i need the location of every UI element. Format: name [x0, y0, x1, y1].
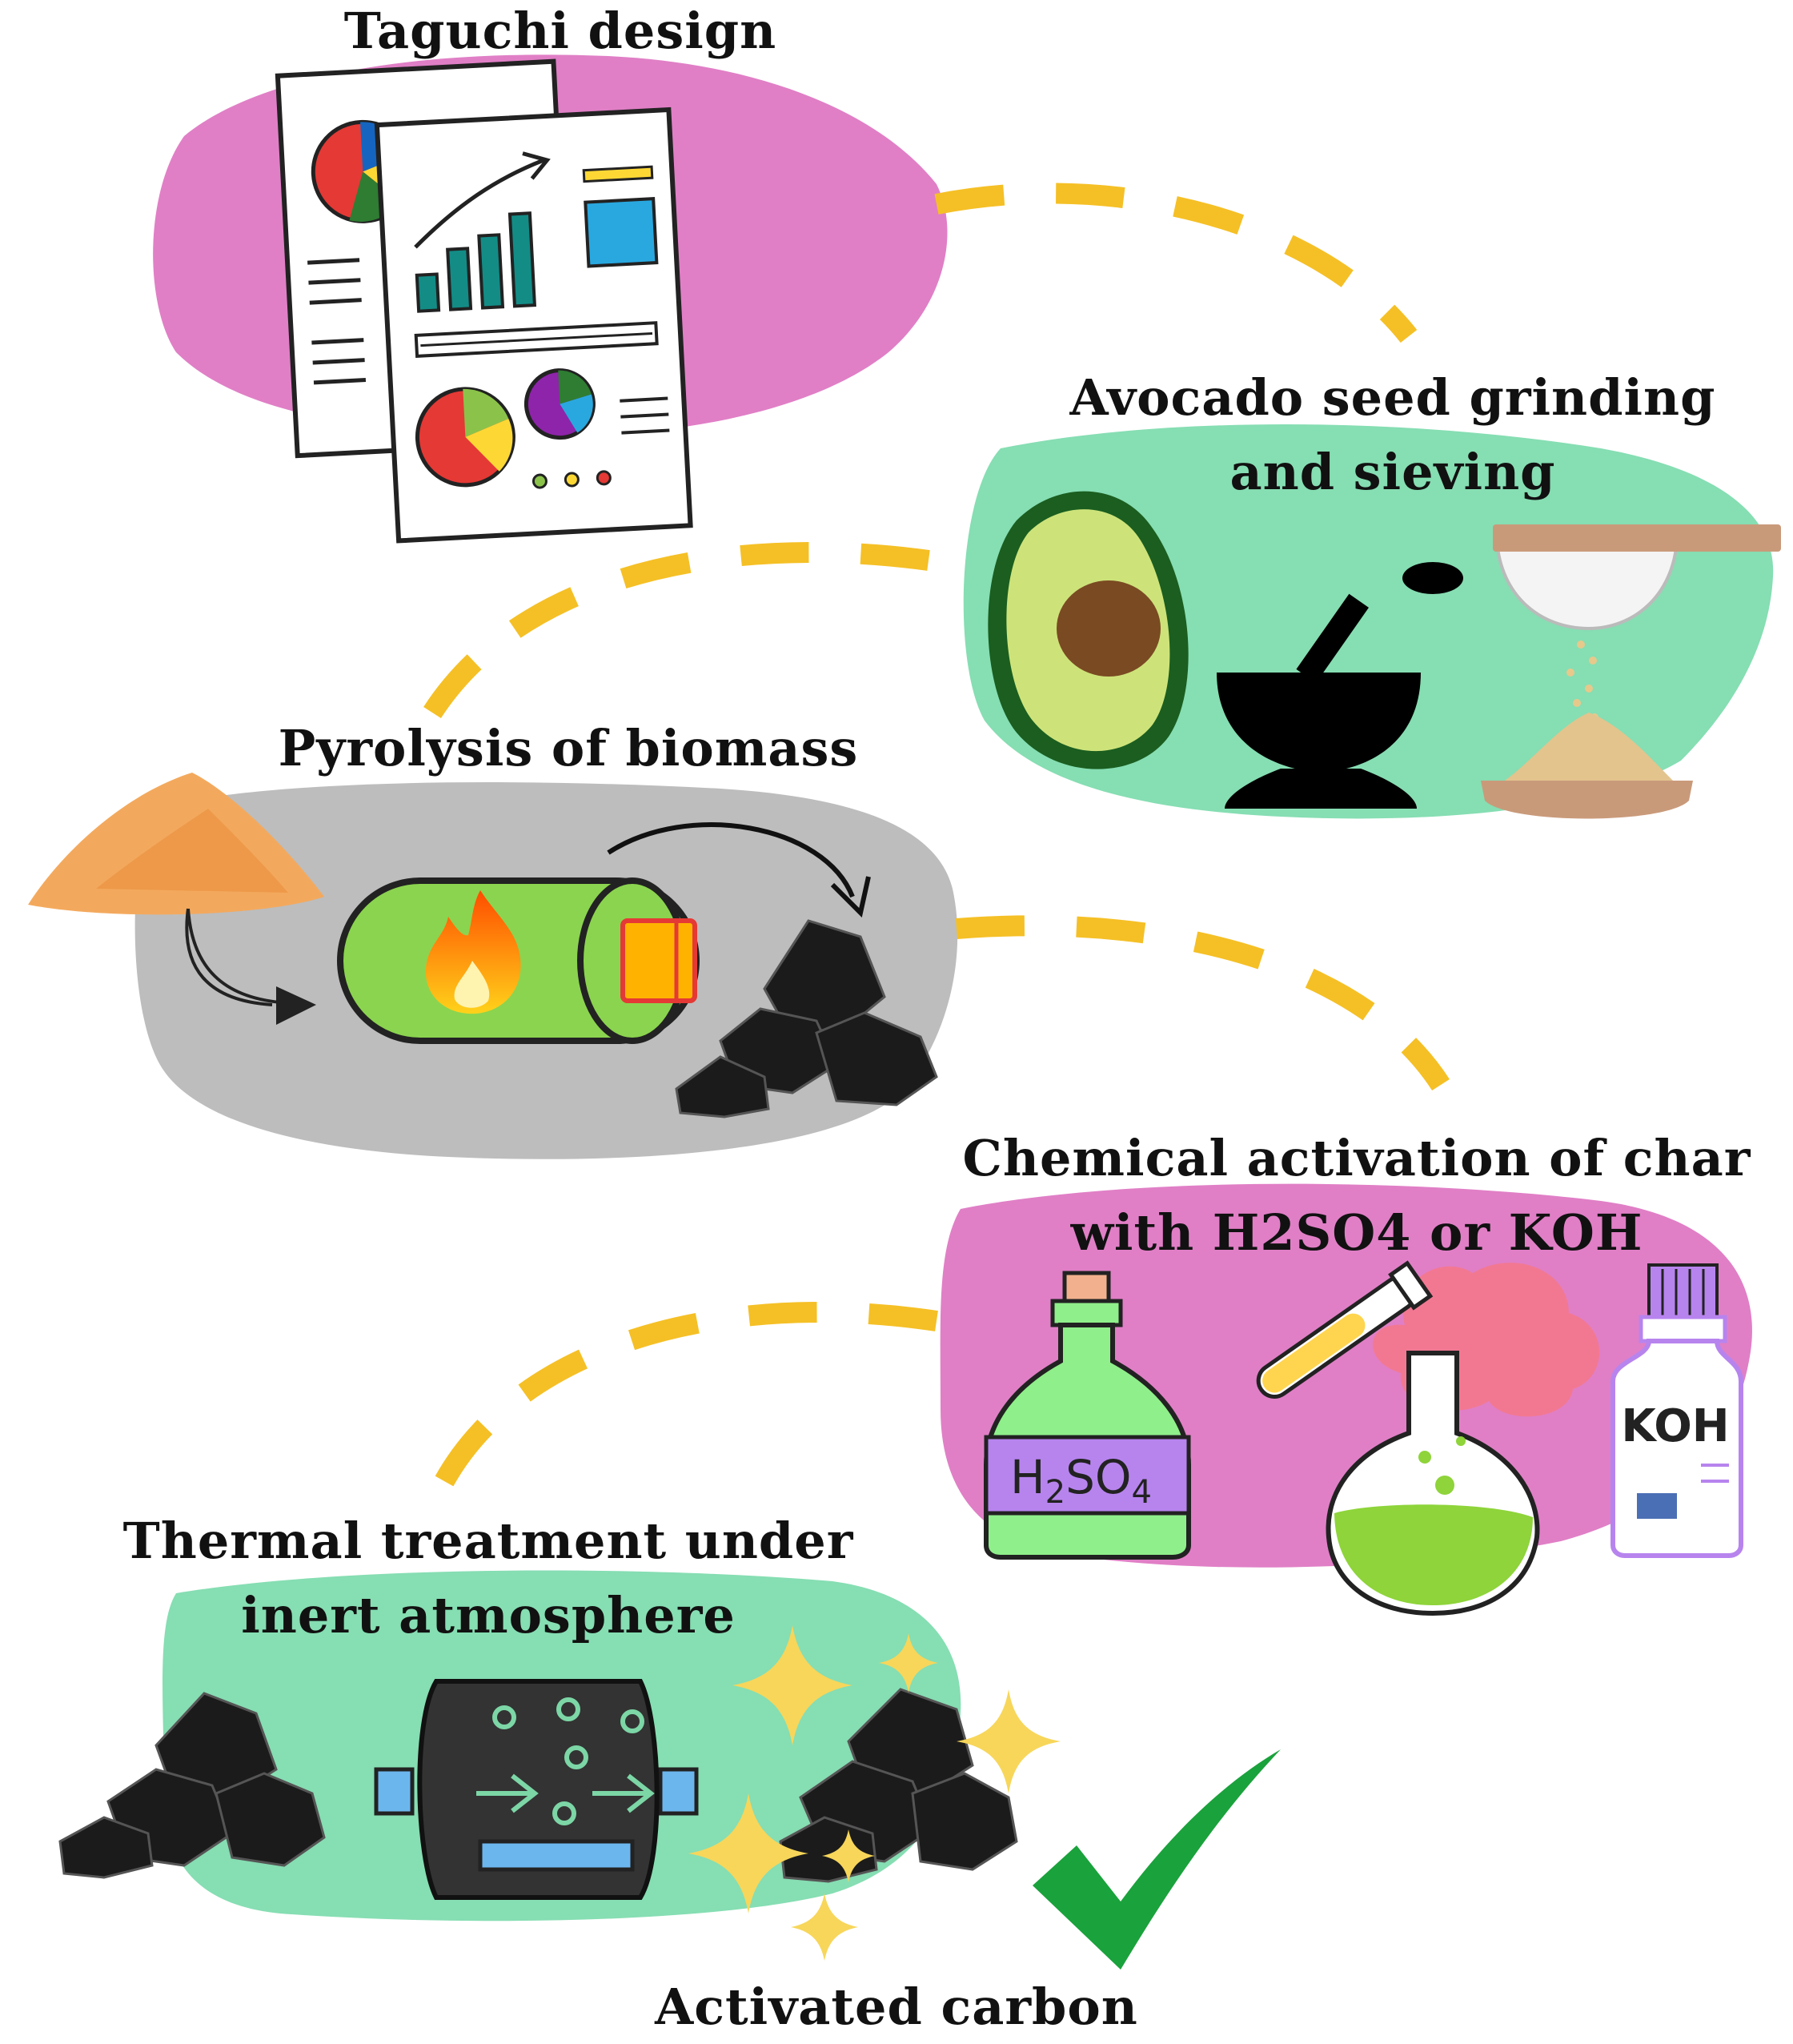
taguchi-documents-icon — [275, 58, 693, 544]
char-pile-left-icon — [58, 1692, 326, 1879]
sparkle-icon-1 — [732, 1625, 852, 1745]
trend-arrow-icon — [414, 151, 551, 249]
step-title-taguchi-design: Taguchi design — [343, 2, 777, 60]
avocado-icon — [988, 491, 1189, 769]
gas-bubble-icons — [492, 1697, 644, 1825]
reactor-window-icon — [478, 1839, 635, 1872]
connector-2 — [423, 541, 930, 719]
sparkle-icon-2 — [879, 1633, 938, 1693]
h2so4-bottle-icon: H2SO4 — [984, 1271, 1191, 1560]
mortar-pestle-icon — [1217, 562, 1463, 809]
legend-box-blue — [584, 197, 659, 268]
legend-swatch-yellow — [582, 165, 654, 183]
sparkle-icon-4 — [688, 1793, 808, 1913]
h2so4-label: H2SO4 — [1010, 1450, 1152, 1511]
dashed-connectors — [423, 183, 1450, 1487]
sparkle-icon-5 — [822, 1829, 875, 1882]
step-title-avocado-grinding: Avocado seed grinding and sieving — [1069, 368, 1716, 501]
koh-bottle-icon: KOH — [1610, 1263, 1743, 1558]
reactor-outlet-icon — [620, 918, 697, 1003]
sparkle-icons — [688, 1625, 1061, 1961]
avocado-seed-icon — [1057, 580, 1161, 677]
arrowhead-to-char — [830, 876, 871, 918]
step-title-chemical-activation: Chemical activation of char with H2SO4 o… — [962, 1129, 1751, 1262]
sieved-powder-icon — [1505, 713, 1673, 781]
arrowhead-to-reactor — [276, 986, 316, 1025]
biomass-powder-icon — [28, 773, 324, 915]
step-title-activated-carbon: Activated carbon — [655, 1978, 1138, 2036]
powder-bowl-icon — [1481, 781, 1693, 819]
char-pile-icon — [675, 919, 938, 1118]
connector-1 — [934, 183, 1418, 343]
flow-arrow-icons — [476, 1773, 655, 1813]
bar-chart-icon — [415, 211, 537, 313]
sparkle-icon-6 — [791, 1893, 858, 1961]
sieve-icon — [1481, 524, 1781, 819]
thermal-reactor-icon — [374, 1679, 699, 1900]
connector-3 — [955, 915, 1450, 1091]
step-title-thermal-treatment: Thermal treatment under inert atmosphere — [122, 1512, 854, 1644]
test-tube-icon — [1256, 1260, 1434, 1399]
flame-icon — [425, 890, 521, 1014]
arrow-to-reactor-icon — [185, 908, 281, 1006]
step-title-pyrolysis: Pyrolysis of biomass — [278, 719, 859, 777]
reaction-flask-icon — [1256, 1260, 1600, 1616]
sparkle-icon-3 — [957, 1689, 1061, 1793]
connector-4 — [435, 1302, 938, 1487]
arrow-to-char-icon — [607, 822, 855, 898]
front-page-pie-right — [523, 368, 596, 440]
checkmark-icon — [1033, 1749, 1281, 1970]
front-page-pie-left — [415, 387, 515, 488]
koh-label: KOH — [1621, 1400, 1729, 1452]
